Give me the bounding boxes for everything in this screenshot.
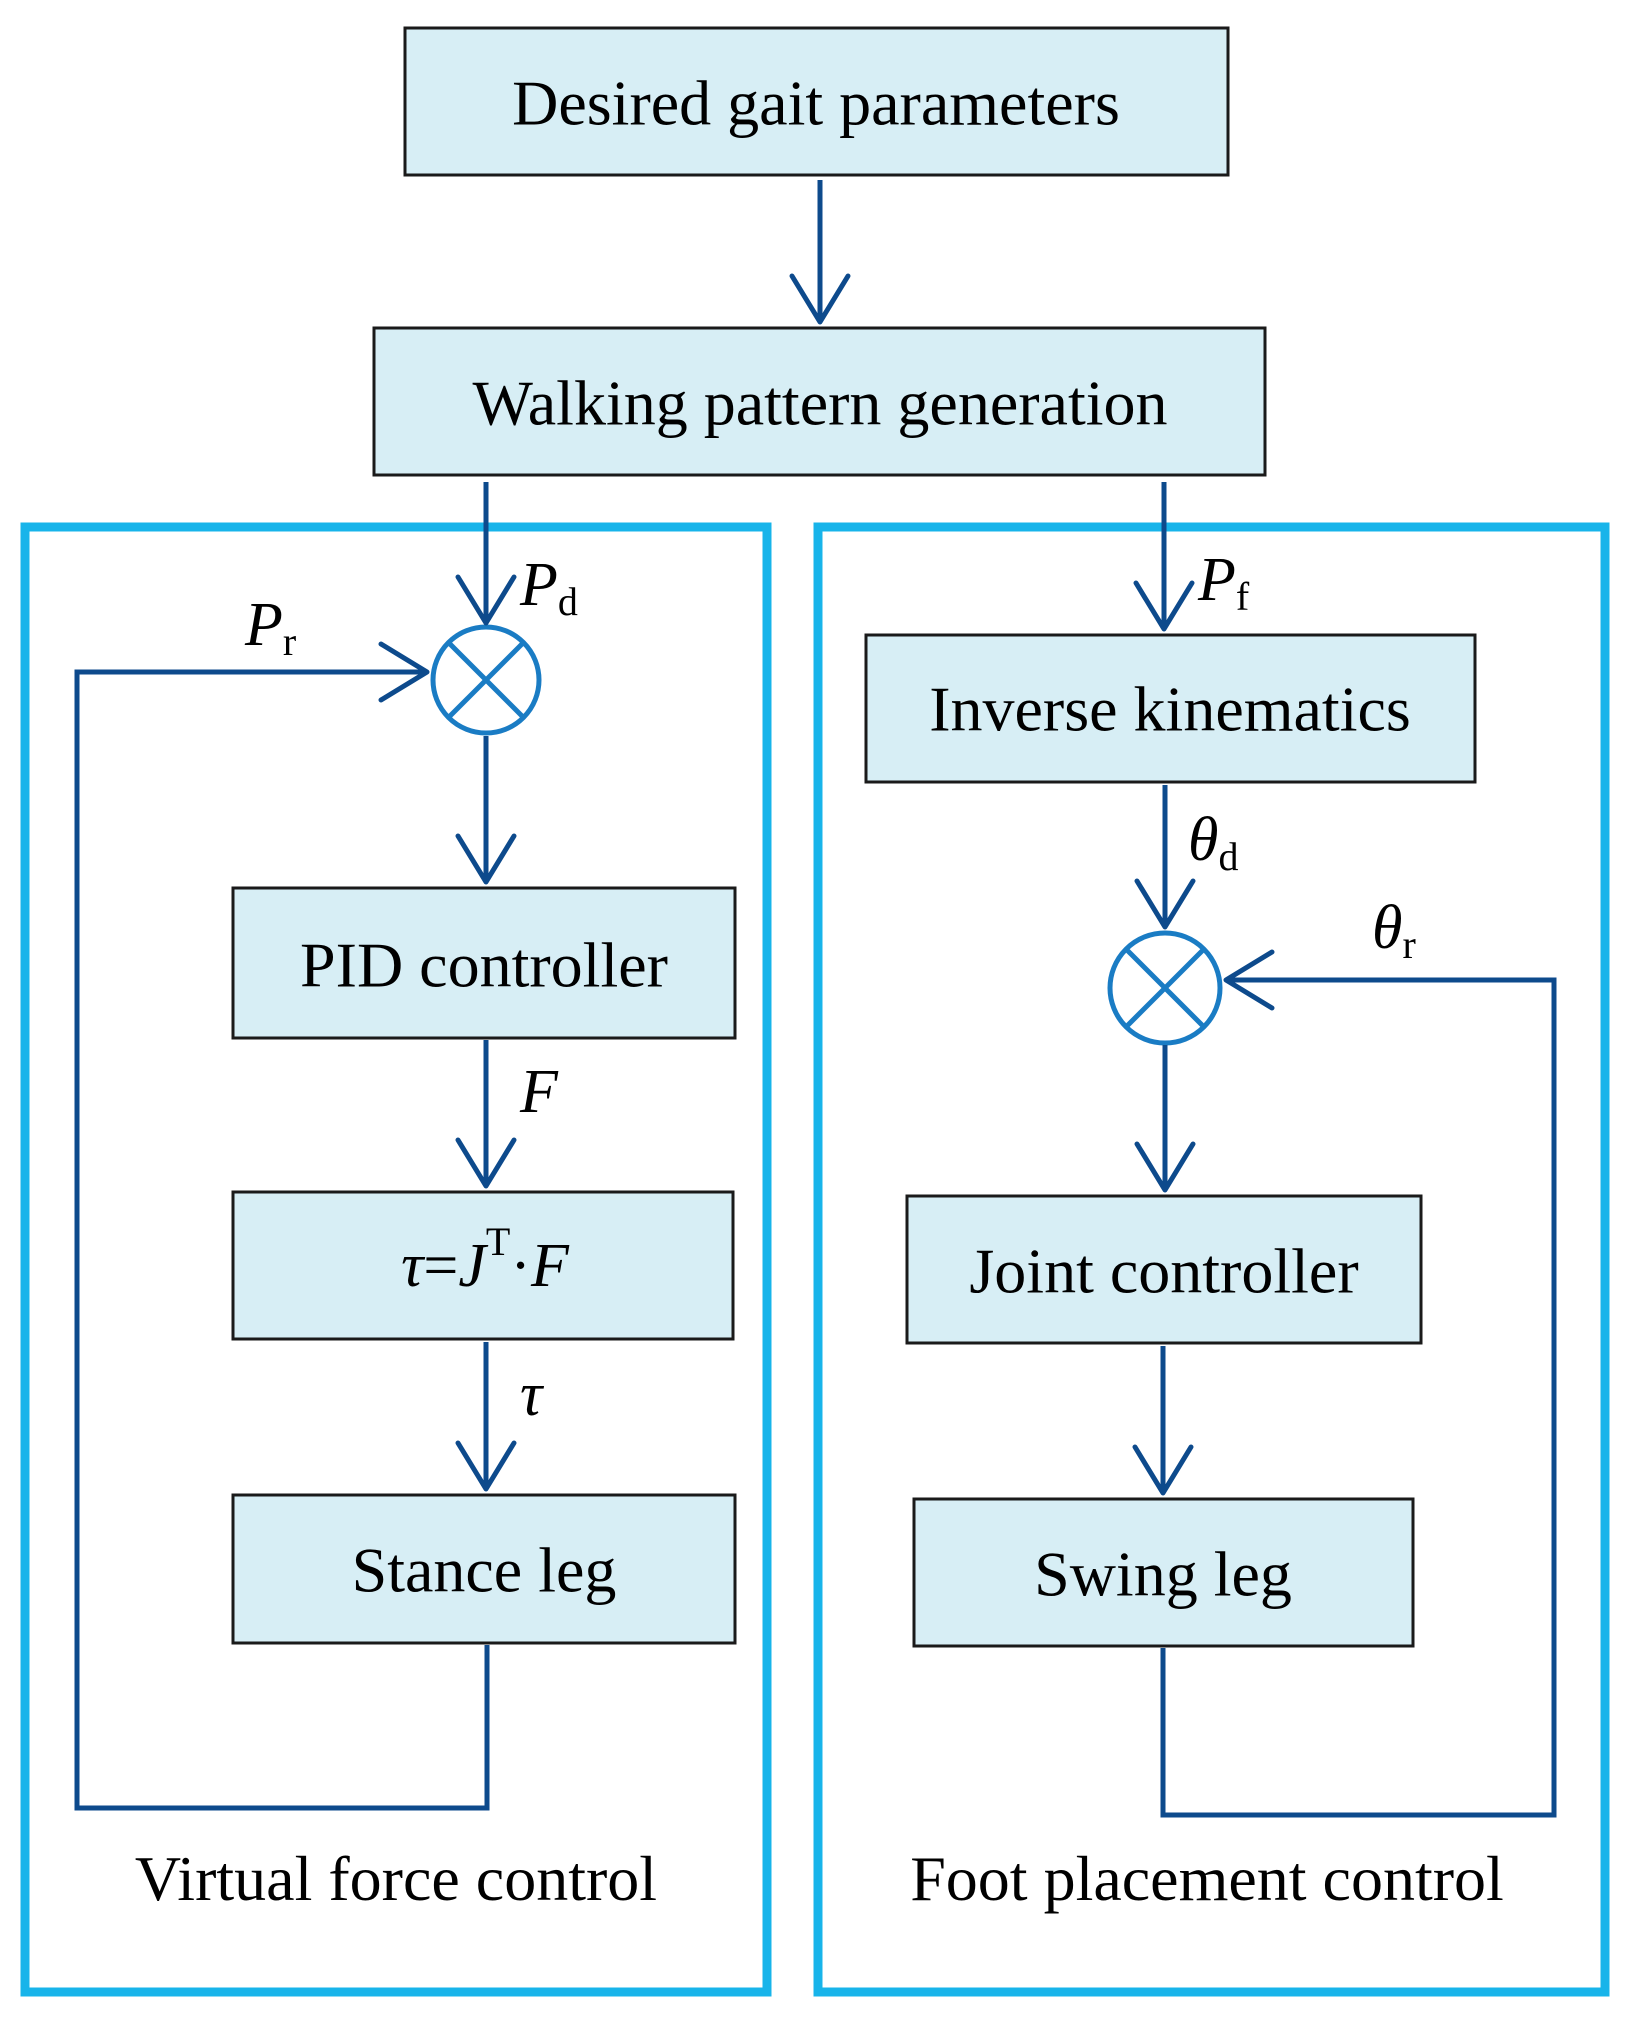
- pid-controller-block: PID controller: [231, 886, 737, 1040]
- virtual-force-control-caption: Virtual force control: [135, 1843, 657, 1914]
- arrowhead: [1133, 580, 1195, 632]
- virtual-force-control-group: [20, 522, 772, 1997]
- torque-equation-label: τ=JT·F: [401, 1219, 570, 1300]
- arrowhead: [1132, 1444, 1194, 1496]
- signal-pf: Pf: [1197, 546, 1250, 619]
- torque-equation-block: τ=JT·F: [231, 1190, 735, 1341]
- signal-force: F: [519, 1058, 559, 1126]
- inverse-kinematics-label: Inverse kinematics: [929, 674, 1411, 745]
- feedback-pr-line: [74, 669, 490, 1811]
- swing-leg-block: Swing leg: [912, 1497, 1415, 1648]
- foot-placement-control-group: [813, 522, 1610, 1997]
- arrowhead: [455, 1440, 517, 1492]
- arrowhead: [1134, 1141, 1196, 1193]
- signal-theta-d: θd: [1188, 806, 1238, 879]
- arrowhead: [378, 641, 430, 703]
- foot-placement-control-caption: Foot placement control: [910, 1843, 1504, 1914]
- arrowhead: [455, 833, 517, 885]
- joint-controller-label: Joint controller: [969, 1236, 1358, 1307]
- arrowhead: [789, 273, 851, 325]
- inverse-kinematics-block: Inverse kinematics: [864, 633, 1477, 784]
- feedback-theta-r-line: [1160, 977, 1557, 1818]
- swing-leg-label: Swing leg: [1034, 1539, 1292, 1610]
- walking-pattern-label: Walking pattern generation: [472, 368, 1167, 439]
- signal-torque: τ: [520, 1361, 545, 1429]
- joint-controller-block: Joint controller: [905, 1194, 1423, 1345]
- arrowhead: [455, 574, 517, 626]
- stance-leg-label: Stance leg: [352, 1535, 617, 1606]
- arrowhead: [1134, 878, 1196, 930]
- signal-pd: Pd: [519, 551, 578, 624]
- desired-gait-label: Desired gait parameters: [512, 68, 1120, 139]
- arrowhead: [455, 1137, 517, 1189]
- stance-leg-block: Stance leg: [231, 1493, 737, 1645]
- pid-controller-label: PID controller: [300, 930, 668, 1001]
- walking-pattern-block: Walking pattern generation: [372, 326, 1267, 477]
- signal-pr: Pr: [244, 591, 296, 664]
- signal-theta-r: θr: [1372, 894, 1416, 967]
- right-summing-junction: [1107, 930, 1223, 1046]
- arrowhead: [1223, 949, 1275, 1011]
- desired-gait-block: Desired gait parameters: [403, 26, 1230, 177]
- left-summing-junction: [430, 624, 542, 736]
